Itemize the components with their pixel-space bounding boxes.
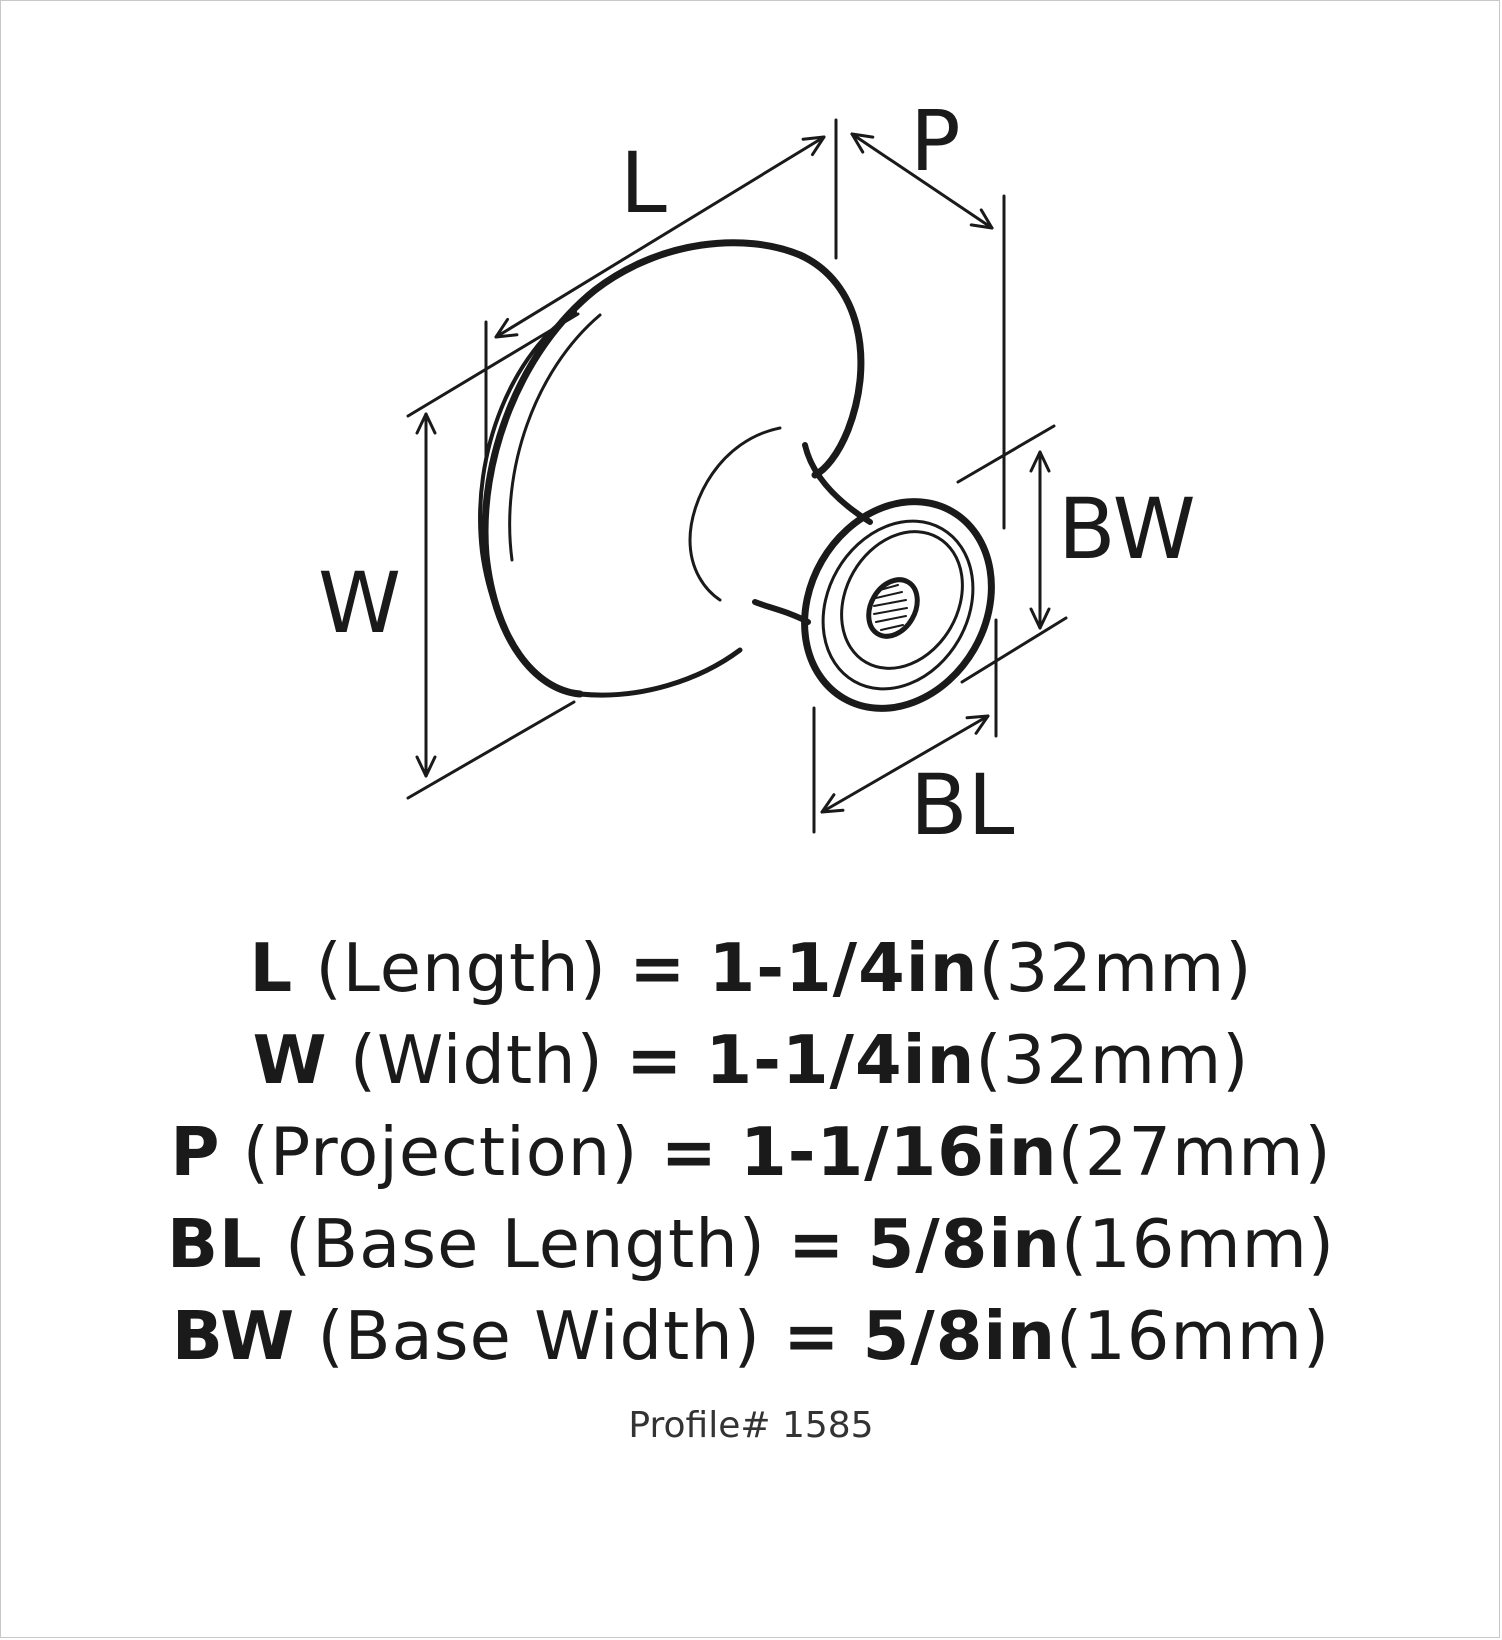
spec-imperial: 1-1/4in	[708, 929, 979, 1007]
spec-row-width: W (Width) = 1-1/4in(32mm)	[0, 1014, 1502, 1106]
spec-row-projection: P (Projection) = 1-1/16in(27mm)	[0, 1106, 1502, 1198]
spec-code: BL	[166, 1205, 263, 1283]
spec-name: (Base Length)	[285, 1205, 766, 1283]
knob-dimension-diagram: L P W BW BL	[318, 92, 1196, 854]
p-dimension-line	[850, 132, 994, 230]
spec-row-base-width: BW (Base Width) = 5/8in(16mm)	[0, 1290, 1502, 1382]
spec-imperial: 5/8in	[862, 1297, 1057, 1375]
spec-code: W	[252, 1021, 328, 1099]
spec-name: (Base Width)	[317, 1297, 761, 1375]
knob-base-outer	[801, 498, 995, 712]
label-w: W	[318, 554, 401, 652]
spec-equals: =	[626, 1021, 684, 1099]
knob-thread-hole	[866, 577, 920, 639]
spec-code: L	[249, 929, 294, 1007]
spec-metric: (16mm)	[1060, 1205, 1336, 1283]
spec-imperial: 5/8in	[867, 1205, 1061, 1283]
spec-equals: =	[660, 1113, 718, 1191]
knob-neck-upper	[802, 442, 873, 525]
l-extension-slant	[406, 312, 580, 418]
knob-base-ring-inner	[840, 530, 964, 670]
label-bl: BL	[910, 756, 1015, 854]
label-p: P	[910, 92, 961, 190]
spec-name: (Projection)	[242, 1113, 639, 1191]
knob-neck-lower	[752, 599, 811, 625]
spec-name: (Width)	[349, 1021, 604, 1099]
l-dimension-line	[494, 135, 826, 339]
knob-neck-shade	[688, 426, 782, 602]
bw-extension-top	[956, 424, 1056, 484]
knob-lower-join	[577, 647, 743, 698]
knob-drawing	[478, 239, 995, 712]
knob-base-ring	[821, 519, 975, 691]
label-bw: BW	[1058, 480, 1196, 578]
spec-metric: (16mm)	[1056, 1297, 1331, 1375]
spec-row-length: L (Length) = 1-1/4in(32mm)	[0, 922, 1502, 1014]
bl-dimension-line	[820, 714, 990, 814]
spec-equals: =	[788, 1205, 846, 1283]
spec-equals: =	[629, 929, 687, 1007]
spec-list: L (Length) = 1-1/4in(32mm) W (Width) = 1…	[0, 922, 1502, 1382]
spec-metric: (32mm)	[975, 1021, 1250, 1099]
spec-metric: (32mm)	[978, 929, 1253, 1007]
profile-number: Profile# 1585	[628, 1405, 874, 1446]
spec-imperial: 1-1/4in	[705, 1021, 976, 1099]
spec-name: (Length)	[315, 929, 607, 1007]
knob-thread-lines	[873, 584, 908, 631]
spec-code: BW	[171, 1297, 296, 1375]
w-extension-bottom	[406, 700, 576, 800]
spec-metric: (27mm)	[1057, 1113, 1332, 1191]
spec-code: P	[170, 1113, 221, 1191]
label-l: L	[620, 134, 667, 232]
spec-row-base-length: BL (Base Length) = 5/8in(16mm)	[0, 1198, 1502, 1290]
knob-cap-inner	[508, 313, 602, 562]
dimension-lines	[406, 118, 1068, 834]
spec-imperial: 1-1/16in	[740, 1113, 1058, 1191]
spec-equals: =	[783, 1297, 841, 1375]
